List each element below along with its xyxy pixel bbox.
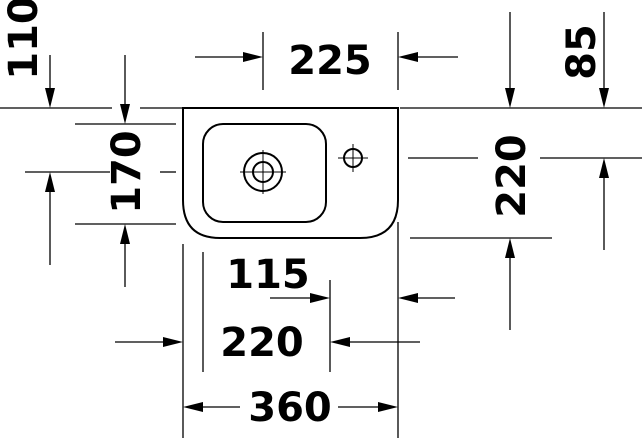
- dim-label-170: 170: [104, 130, 150, 214]
- dim-label-115: 115: [226, 252, 310, 298]
- extension-lines: [0, 32, 642, 438]
- basin-outer-outline: [182, 107, 399, 239]
- tap-hole: [338, 144, 368, 172]
- dimension-labels: 110 225 85 170 220 115 220 360: [1, 0, 605, 431]
- dim-label-225: 225: [288, 38, 372, 84]
- basin: [182, 107, 399, 239]
- dim-label-220-right: 220: [489, 134, 535, 218]
- dim-label-220-bottom: 220: [220, 320, 304, 366]
- dim-label-110: 110: [1, 0, 47, 80]
- dimension-arrows: [45, 12, 609, 412]
- dim-label-85: 85: [559, 24, 605, 80]
- dim-label-360: 360: [248, 385, 332, 431]
- basin-bowl-outline: [202, 123, 327, 223]
- drain-outlet: [240, 150, 286, 194]
